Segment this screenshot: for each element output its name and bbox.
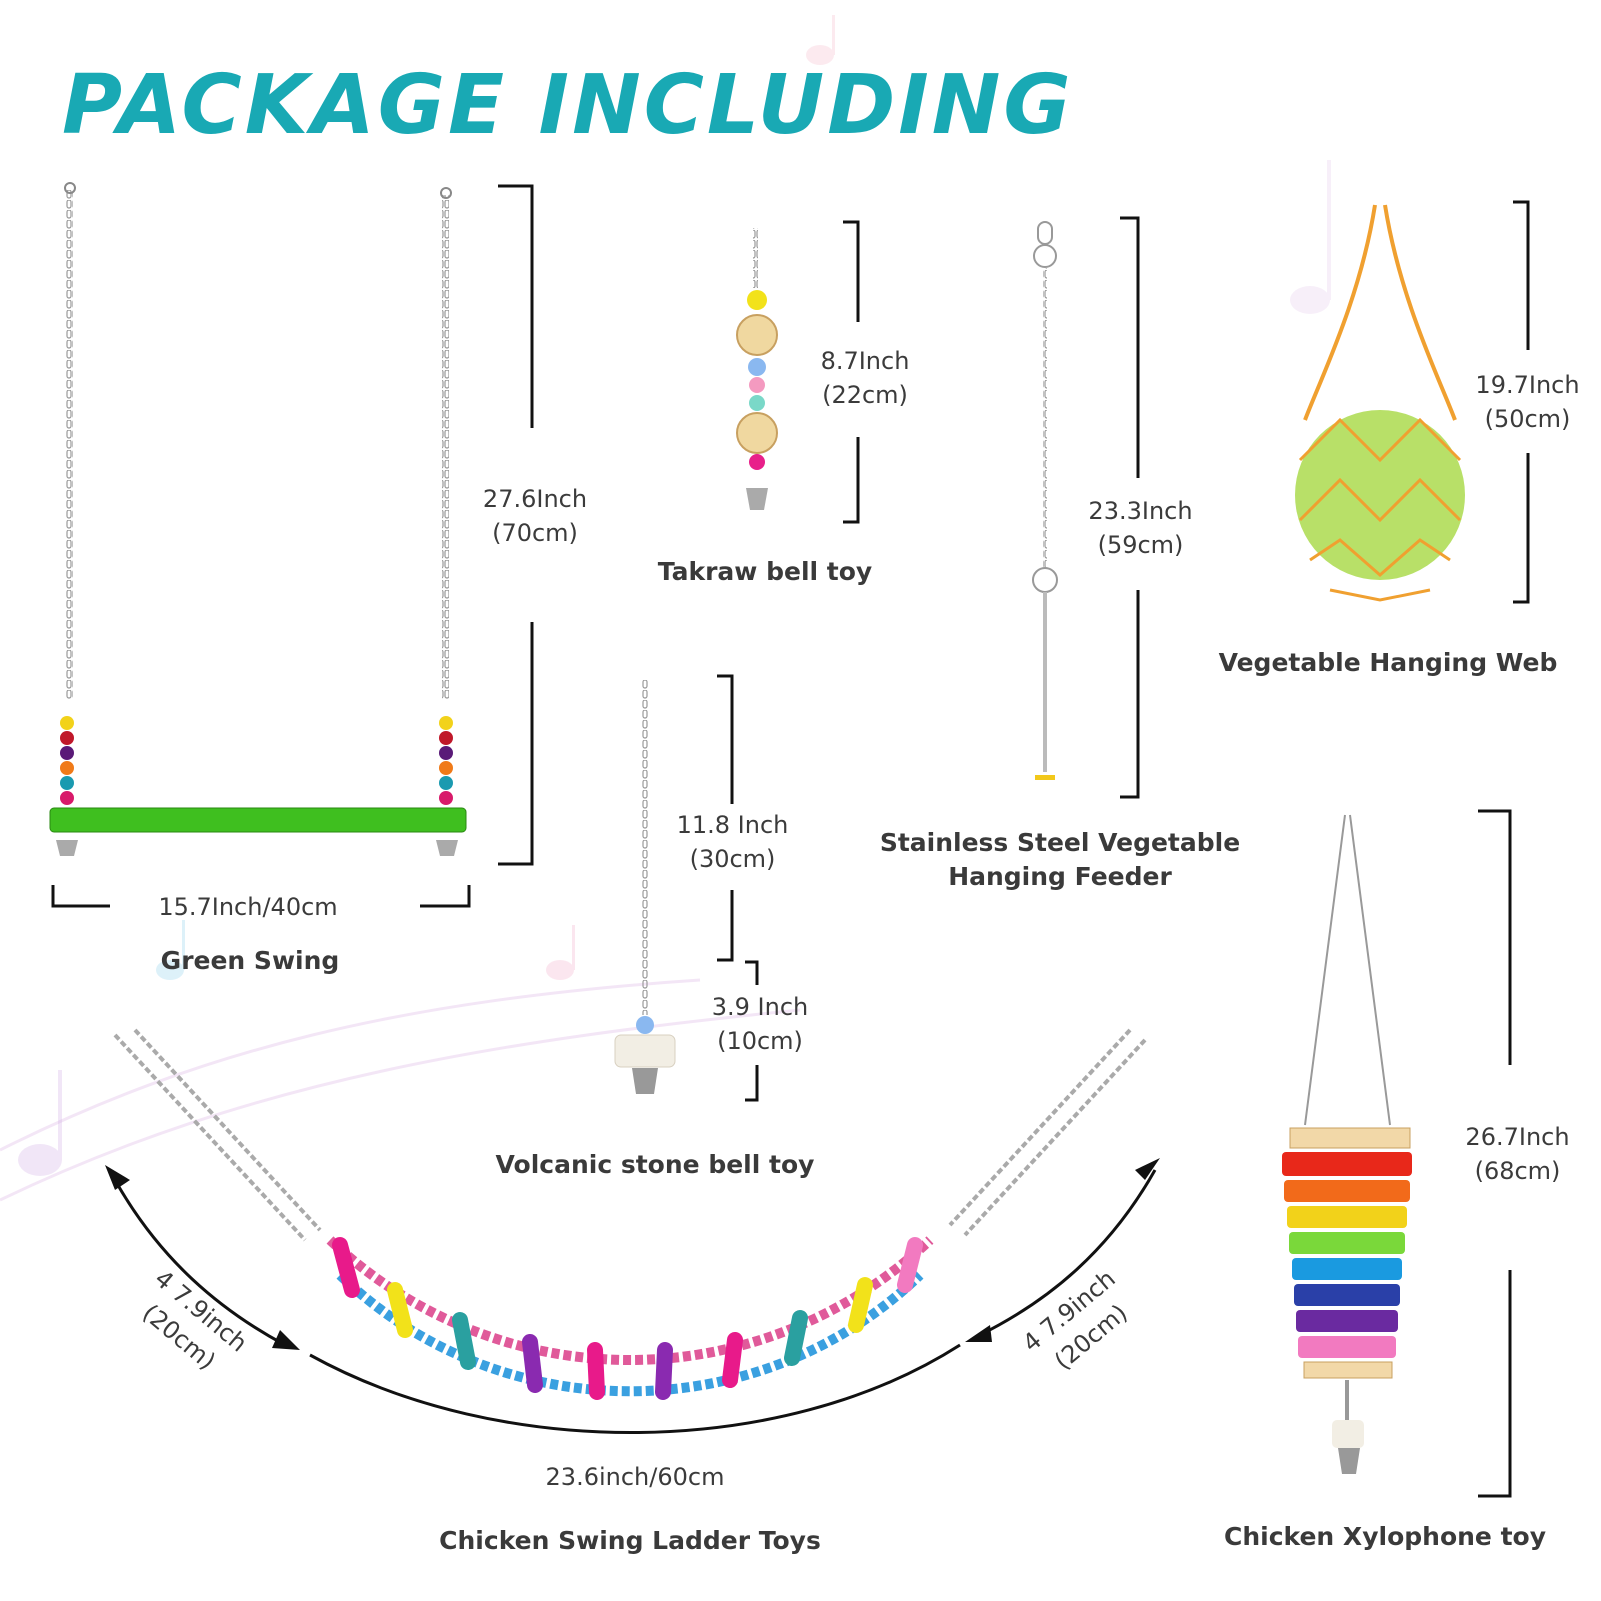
volcanic-height-dim: 11.8 Inch (30cm) [670,808,795,876]
volcanic-height-inch: 11.8 Inch [676,811,789,839]
ladder-length-dim: 23.6inch/60cm [545,1463,725,1491]
web-label: Vegetable Hanging Web [1218,648,1558,677]
web-height-dim: 19.7Inch (50cm) [1465,368,1590,436]
takraw-height-dim: 8.7Inch (22cm) [810,344,920,412]
xylophone-image [1282,814,1412,1474]
swing-height-dim: 27.6Inch (70cm) [470,482,600,550]
volcanic-stone-inch: 3.9 Inch [711,993,809,1021]
feeder-height-inch: 23.3Inch [1088,497,1193,525]
xylophone-label: Chicken Xylophone toy [1223,1522,1546,1551]
dimension-lines [51,184,1530,1498]
web-height-cm: (50cm) [1484,405,1571,433]
feeder-label: Stainless Steel Vegetable Hanging Feeder [870,826,1250,894]
green-swing-label: Green Swing [160,946,340,975]
takraw-height-inch: 8.7Inch [820,347,910,375]
stainless-feeder-image [1032,221,1058,780]
volcanic-label: Volcanic stone bell toy [495,1150,815,1179]
takraw-label: Takraw bell toy [657,557,873,586]
volcanic-stone-cm: (10cm) [717,1027,803,1055]
page-title: PACKAGE INCLUDING [62,58,1074,153]
swing-width-dim: 15.7Inch/40cm [158,893,338,921]
vegetable-web-image [1295,204,1465,602]
ladder-image [113,1028,1147,1400]
web-height-inch: 19.7Inch [1475,371,1580,399]
swing-height-inch: 27.6Inch [482,485,588,513]
ladder-label: Chicken Swing Ladder Toys [439,1526,821,1555]
swing-height-cm: (70cm) [492,519,578,547]
green-swing-image [49,182,467,856]
volcanic-stone-bell-toy-image [614,680,676,1094]
feeder-height-dim: 23.3Inch (59cm) [1078,494,1203,562]
feeder-height-cm: (59cm) [1097,531,1184,559]
xylophone-height-dim: 26.7Inch (68cm) [1455,1120,1580,1188]
volcanic-stone-dim: 3.9 Inch (10cm) [700,990,820,1058]
xylophone-height-inch: 26.7Inch [1465,1123,1570,1151]
takraw-bell-toy-image [736,228,778,510]
feeder-label-line2: Hanging Feeder [948,862,1172,891]
volcanic-height-cm: (30cm) [689,845,776,873]
takraw-height-cm: (22cm) [822,381,908,409]
xylophone-height-cm: (68cm) [1474,1157,1561,1185]
feeder-label-line1: Stainless Steel Vegetable [879,828,1241,857]
